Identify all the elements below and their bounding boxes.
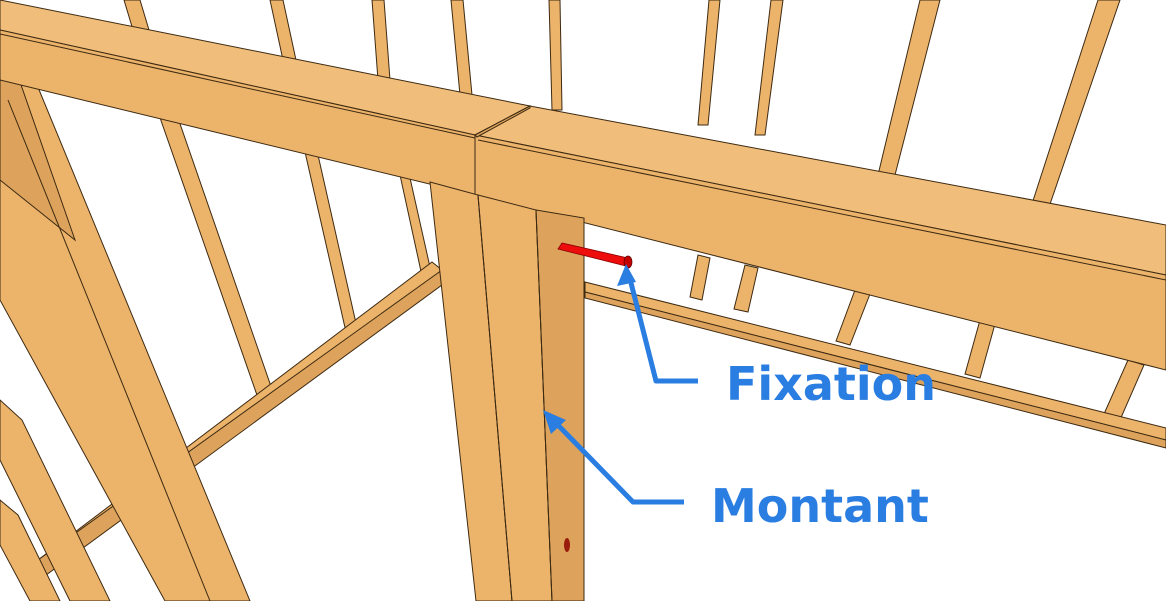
left-wall-stud	[157, 111, 276, 399]
right-wall-stud	[689, 254, 711, 301]
right-beam-edge	[477, 139, 1166, 281]
callout-label-montant: Montant	[711, 479, 929, 533]
far-stud	[697, 0, 721, 126]
right-wall-stud	[1103, 359, 1145, 421]
callout-label-fixation: Fixation	[726, 357, 936, 411]
left-foreground-members	[0, 75, 251, 601]
stud-hole	[564, 538, 570, 552]
beam-joint	[474, 105, 531, 138]
left-beam-edge	[0, 33, 476, 139]
callout-fixation-arrow	[626, 274, 698, 384]
brace-edge-line	[7, 99, 211, 601]
right-wall-bottom-plate-face	[584, 291, 1166, 449]
far-stud	[548, 0, 563, 111]
stud-edge	[477, 194, 513, 601]
far-stud	[371, 0, 391, 81]
arrowhead-fixation-icon	[617, 264, 636, 286]
lower-left-brace	[0, 399, 111, 601]
stud-edge	[535, 209, 553, 601]
right-beam-front	[474, 134, 1166, 371]
arrowhead-montant-icon	[543, 410, 566, 434]
far-stud	[754, 0, 784, 136]
right-wall-stud	[733, 264, 759, 313]
right-wall-stud	[835, 289, 871, 346]
callout-fixation: Fixation	[617, 264, 936, 411]
top-plate-beams	[0, 0, 1166, 371]
callout-montant: Montant	[543, 410, 929, 533]
callout-montant-arrow	[551, 418, 684, 505]
stud-icon	[429, 181, 513, 601]
left-wall-stud	[399, 174, 433, 277]
stud-montant	[429, 181, 585, 601]
left-wall-stud	[304, 151, 359, 333]
far-stud	[1029, 0, 1121, 211]
lower-left-brace-2	[0, 499, 61, 601]
far-stud	[450, 0, 473, 96]
far-stud	[877, 0, 941, 176]
far-stud	[269, 0, 297, 61]
right-wall-stud	[964, 319, 996, 379]
right-wall-bottom-plate	[584, 281, 1166, 441]
